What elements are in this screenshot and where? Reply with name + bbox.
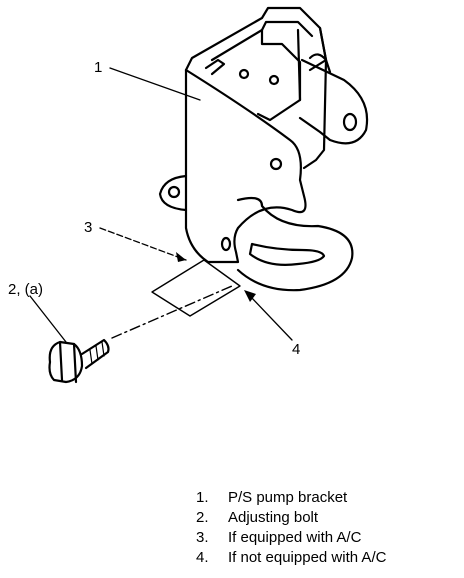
callout-3: 3	[84, 219, 93, 236]
callout-1: 1	[94, 59, 103, 76]
cutout-marker	[151, 259, 241, 317]
leader-1	[109, 67, 201, 101]
legend-number: 2.	[196, 509, 209, 526]
legend-list: 1. P/S pump bracket 2. Adjusting bolt 3. If…	[196, 488, 386, 568]
ear-hole	[342, 112, 358, 132]
legend-item: 3. If equipped with A/C	[196, 528, 386, 548]
bracket-ear-tab	[298, 58, 369, 145]
legend-number: 4.	[196, 549, 209, 566]
callout-4: 4	[292, 341, 301, 358]
legend-text: P/S pump bracket	[228, 489, 348, 506]
leader-3	[99, 227, 187, 261]
legend-item: 4. If not equipped with A/C	[196, 548, 386, 568]
bracket-front-plate	[184, 68, 307, 264]
legend-text: Adjusting bolt	[228, 509, 319, 526]
adjusting-bolt	[48, 338, 110, 384]
legend-item: 1. P/S pump bracket	[196, 488, 386, 508]
legend-text: If not equipped with A/C	[228, 549, 387, 566]
legend-number: 3.	[196, 529, 209, 546]
leader-4	[249, 295, 293, 341]
legend-text: If equipped with A/C	[228, 529, 362, 546]
bracket-left-ear	[158, 174, 188, 212]
flange-hole-1	[238, 68, 250, 80]
leader-2	[29, 295, 67, 343]
legend-number: 1.	[196, 489, 209, 506]
arrow-4	[244, 290, 256, 302]
arrow-3	[176, 252, 186, 262]
flange-hole-2	[268, 74, 280, 86]
bracket-side-plate	[302, 26, 328, 170]
legend-item: 2. Adjusting bolt	[196, 508, 386, 528]
adjusting-arm	[236, 196, 354, 292]
callout-2: 2, (a)	[8, 281, 44, 298]
